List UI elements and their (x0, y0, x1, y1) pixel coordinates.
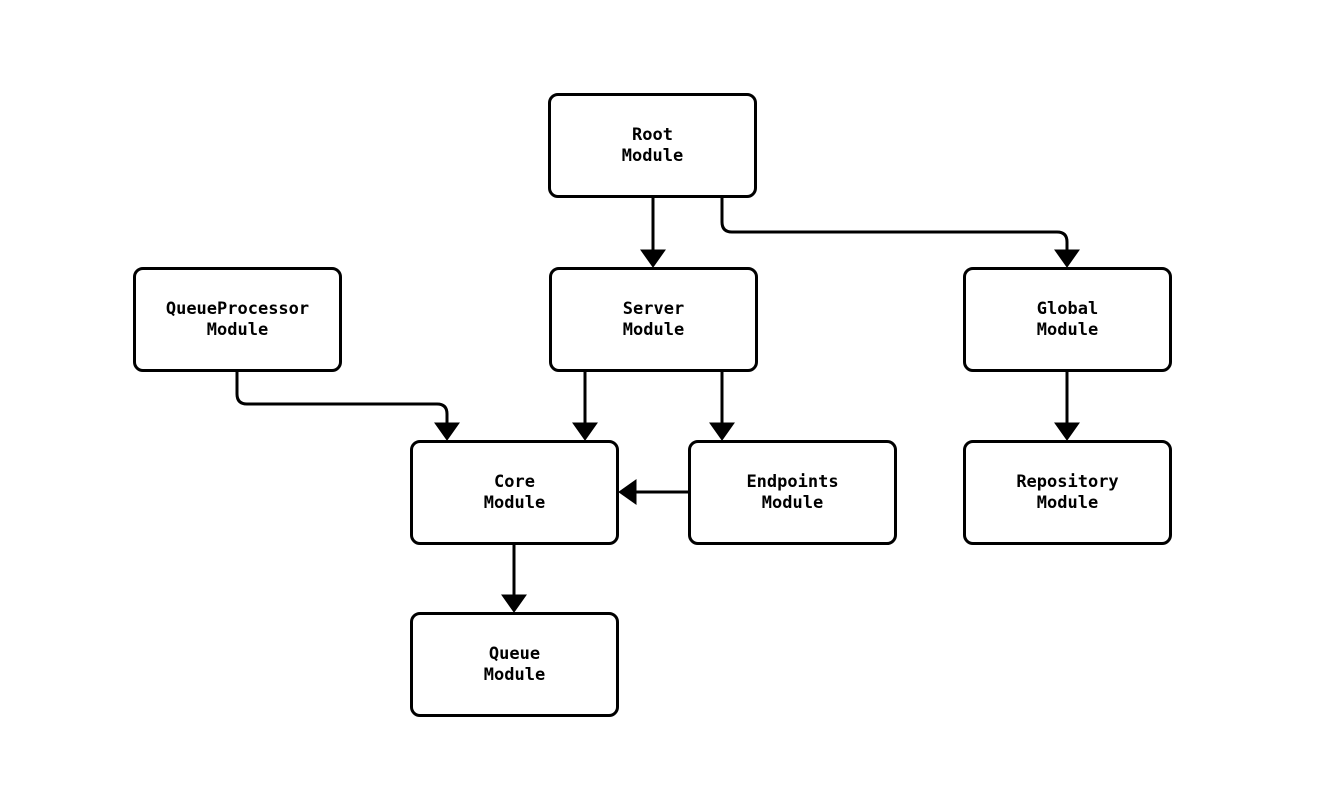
node-queueprocessor-module-label-line2: Module (206, 319, 269, 340)
edge-root-to-global (720, 198, 1080, 268)
node-core-module-label-line2: Module (483, 492, 546, 513)
node-endpoints-module-label-line2: Module (761, 492, 824, 513)
node-global-module: Global Module (963, 267, 1172, 372)
node-repository-module-label-line1: Repository (1016, 471, 1119, 492)
node-queueprocessor-module-label-line1: QueueProcessor (165, 298, 310, 319)
node-root-module: Root Module (548, 93, 757, 198)
node-server-module: Server Module (549, 267, 758, 372)
node-endpoints-module: Endpoints Module (688, 440, 897, 545)
node-root-module-label-line1: Root (632, 124, 673, 145)
node-endpoints-module-label-line1: Endpoints (746, 471, 839, 492)
node-core-module-label-line1: Core (494, 471, 535, 492)
node-queue-module-label-line2: Module (483, 664, 546, 685)
node-server-module-label-line1: Server (622, 298, 685, 319)
node-global-module-label-line1: Global (1036, 298, 1099, 319)
node-queue-module-label-line1: Queue (488, 643, 541, 664)
node-queue-module: Queue Module (410, 612, 619, 717)
node-repository-module: Repository Module (963, 440, 1172, 545)
node-core-module: Core Module (410, 440, 619, 545)
node-server-module-label-line2: Module (622, 319, 685, 340)
node-global-module-label-line2: Module (1036, 319, 1099, 340)
node-repository-module-label-line2: Module (1036, 492, 1099, 513)
edge-server-to-endpoints (709, 372, 735, 441)
node-queueprocessor-module: QueueProcessor Module (133, 267, 342, 372)
node-root-module-label-line2: Module (621, 145, 684, 166)
edge-global-to-repository (1054, 372, 1080, 441)
edge-server-to-core (572, 372, 598, 441)
edge-endpoints-to-core (618, 479, 688, 505)
edge-queueprocessor-to-core (235, 372, 460, 441)
edge-root-to-server (640, 198, 666, 268)
edge-core-to-queue (501, 545, 527, 613)
